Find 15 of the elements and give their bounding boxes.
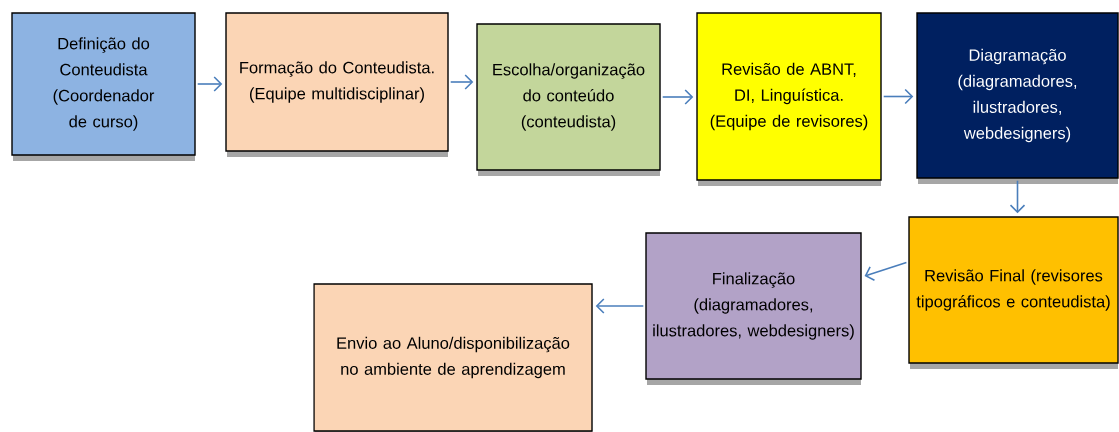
process-box: Finalização (diagramadores, ilustradores, webdesigners) xyxy=(645,232,862,385)
arrow xyxy=(661,89,694,105)
process-box: Formação do Conteudista. (Equipe multidisciplinar) xyxy=(225,12,449,157)
arrow xyxy=(864,261,908,281)
process-box: Envio ao Aluno/disponibilização no ambiente de aprendizagem xyxy=(313,283,593,432)
arrow xyxy=(196,76,223,92)
arrow xyxy=(1009,179,1026,214)
arrow xyxy=(882,88,914,105)
process-box: Revisão de ABNT, DI, Linguística. (Equipe de revisores) xyxy=(696,12,882,186)
arrow xyxy=(449,74,474,90)
process-box: Escolha/organização do conteúdo (conteudista) xyxy=(476,23,661,176)
arrow xyxy=(595,298,645,314)
process-box: Diagramação (diagramadores, ilustradores, webdesigners) xyxy=(916,12,1119,184)
process-box: Revisão Final (revisores tipográficos e conteudista) xyxy=(908,216,1119,369)
process-box: Definição do Conteudista (Coordenador de curso) xyxy=(11,12,196,161)
